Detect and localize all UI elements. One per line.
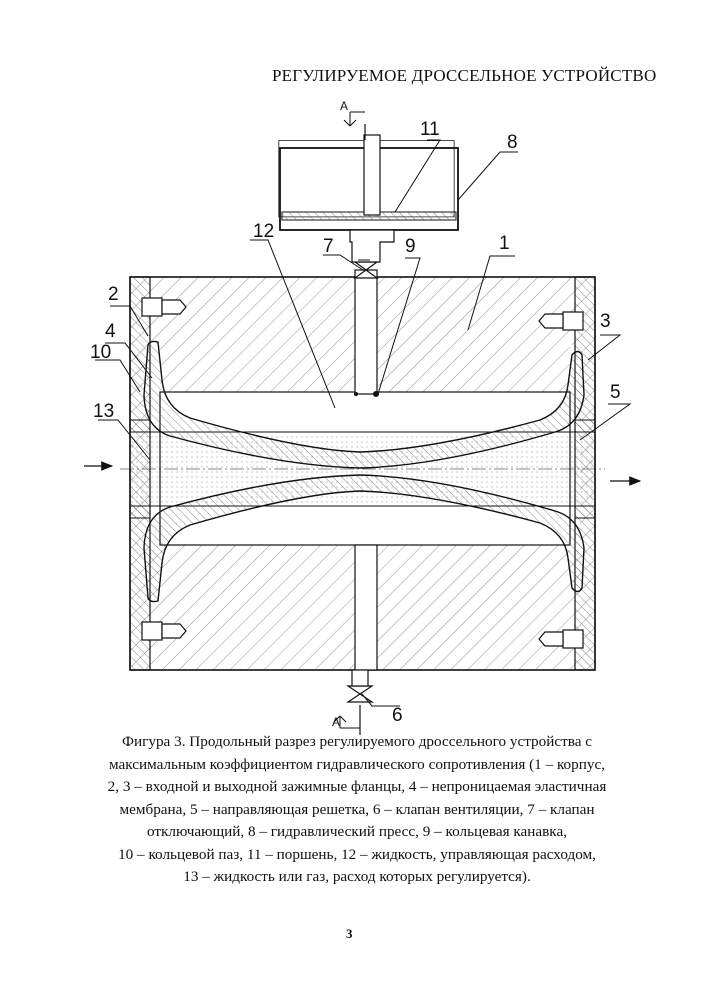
- callout-10: 10: [90, 342, 111, 363]
- figure-caption: Фигура 3. Продольный разрез регулируемог…: [62, 731, 652, 889]
- callout-7: 7: [323, 236, 334, 257]
- caption-line: 2, 3 – входной и выходной зажимные фланц…: [62, 776, 652, 799]
- caption-line: 13 – жидкость или газ, расход которых ре…: [62, 866, 652, 889]
- caption-line: мембрана, 5 – направляющая решетка, 6 – …: [62, 799, 652, 822]
- section-marker-top: A: [340, 99, 365, 140]
- callout-12: 12: [253, 221, 274, 242]
- callout-8: 8: [507, 132, 518, 153]
- callout-6: 6: [392, 705, 403, 726]
- vent-valve: [348, 670, 372, 702]
- callout-4: 4: [105, 321, 116, 342]
- callout-13: 13: [93, 401, 114, 422]
- caption-line: 10 – кольцевой паз, 11 – поршень, 12 – ж…: [62, 844, 652, 867]
- caption-line: Фигура 3. Продольный разрез регулируемог…: [62, 731, 652, 754]
- callout-3: 3: [600, 311, 611, 332]
- section-label-top: A: [340, 99, 348, 113]
- caption-line: максимальным коэффициентом гидравлическо…: [62, 754, 652, 777]
- callout-1: 1: [499, 233, 510, 254]
- callout-5: 5: [610, 382, 621, 403]
- section-label-bottom: A: [332, 715, 340, 729]
- page-number: 3: [346, 926, 353, 942]
- callout-11: 11: [420, 119, 440, 140]
- caption-line: отключающий, 8 – гидравлический пресс, 9…: [62, 821, 652, 844]
- callout-2: 2: [108, 284, 119, 305]
- callout-9: 9: [405, 236, 416, 257]
